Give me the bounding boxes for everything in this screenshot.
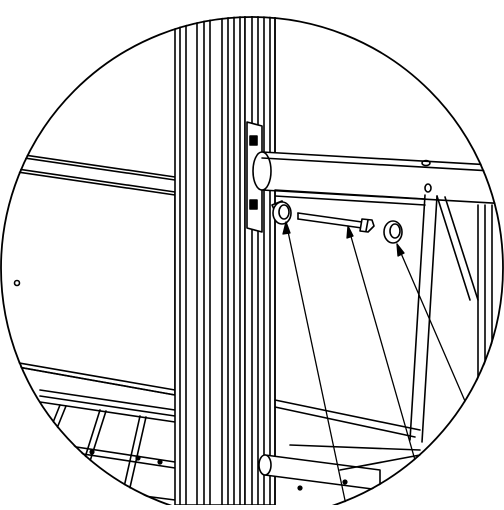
nut bbox=[383, 220, 403, 244]
right-upright bbox=[244, 16, 276, 506]
nut-callout-label: n bbox=[488, 433, 503, 461]
panel-hole bbox=[13, 279, 21, 287]
side-frame bbox=[274, 189, 479, 443]
detail-circle-outline bbox=[0, 16, 504, 510]
leader-line-spacer bbox=[285, 221, 347, 506]
leader-line-nut bbox=[396, 243, 485, 446]
leader-lines bbox=[282, 221, 485, 506]
horizontal-tube bbox=[252, 151, 504, 205]
bolt-callout-label: bolt bbox=[427, 481, 473, 505]
left-upright bbox=[174, 16, 246, 506]
back-panel bbox=[0, 149, 176, 396]
bottom-rail bbox=[258, 444, 421, 491]
leader-line-bolt bbox=[347, 225, 426, 496]
spacer bbox=[271, 200, 292, 225]
bolt bbox=[297, 212, 375, 233]
